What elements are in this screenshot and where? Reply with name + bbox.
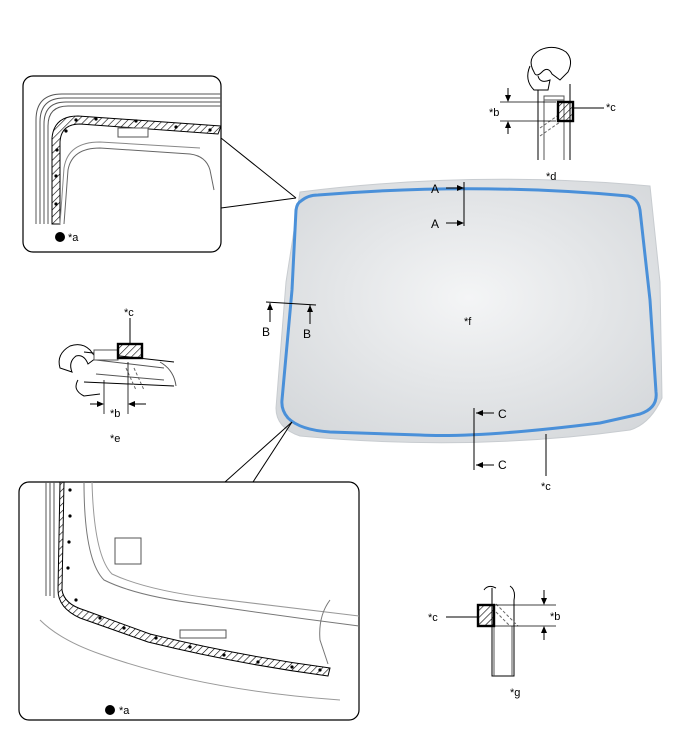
- section-a-label-top: A: [431, 182, 439, 196]
- bullet-icon: [55, 232, 65, 242]
- section-a-detail: *c *b *d: [489, 46, 616, 183]
- section-c-sealant-label: *c: [428, 612, 438, 624]
- section-b-label-right: B: [303, 327, 311, 341]
- sealant-section-b: [116, 342, 144, 360]
- section-a-label-bottom: A: [431, 217, 439, 231]
- section-c-view-label: *g: [510, 687, 520, 699]
- detail-leaders: [220, 137, 297, 483]
- lower-corner-bead: [57, 482, 331, 677]
- section-c-label-bottom: C: [498, 458, 507, 472]
- bullet-icon: [105, 705, 115, 715]
- section-b-dimension-label: *b: [110, 408, 120, 420]
- section-a-marker: A A: [431, 182, 465, 231]
- section-b-detail: *c *b *e: [58, 307, 177, 445]
- section-b-marker: B B: [262, 301, 317, 341]
- sealant-section-c: [476, 603, 496, 628]
- windshield: [275, 178, 663, 444]
- detail-panel-upper-corner: *a: [22, 75, 222, 253]
- sealant-callout: *c: [541, 434, 551, 493]
- section-a-view-label: *d: [546, 171, 556, 183]
- section-c-marker: C C: [473, 407, 507, 472]
- upper-corner-note-label: *a: [68, 232, 79, 244]
- section-b-label-left: B: [262, 325, 270, 339]
- section-b-sealant-label: *c: [124, 307, 134, 319]
- section-c-dimension-label: *b: [550, 611, 560, 623]
- sealant-section-a: [556, 100, 575, 123]
- detail-panel-lower-corner: *a: [18, 481, 360, 721]
- sealant-label: *c: [541, 481, 551, 493]
- sealant-line: [280, 187, 658, 437]
- section-b-view-label: *e: [110, 433, 120, 445]
- lower-corner-note-label: *a: [119, 705, 130, 717]
- glass-label: *f: [464, 316, 472, 328]
- windshield-glass: [275, 178, 663, 444]
- upper-corner-bead: [51, 115, 221, 225]
- section-c-detail: *c *b *g: [428, 585, 560, 699]
- section-a-sealant-label: *c: [606, 102, 616, 114]
- section-a-dimension-label: *b: [489, 107, 499, 119]
- section-c-label-top: C: [498, 407, 507, 421]
